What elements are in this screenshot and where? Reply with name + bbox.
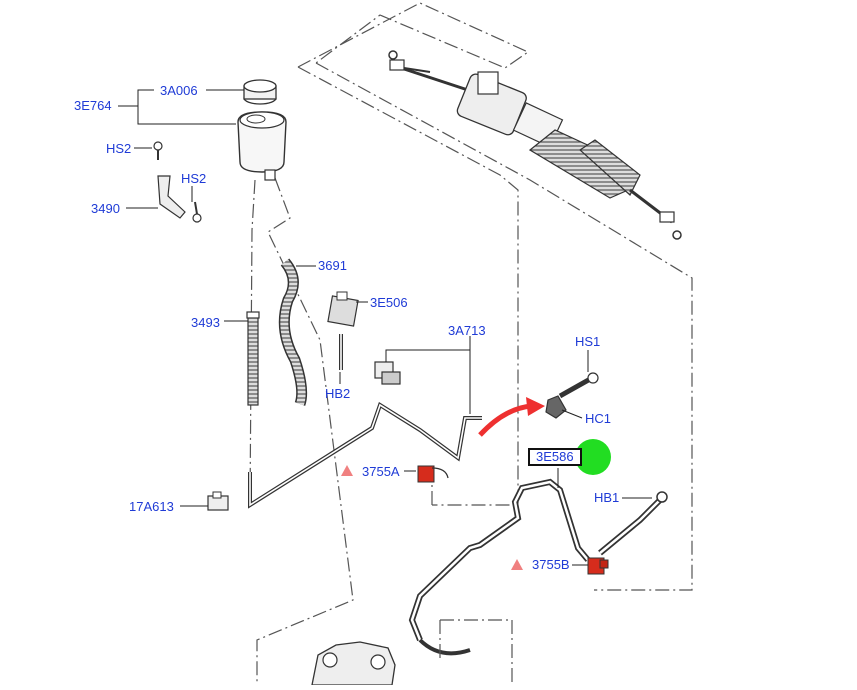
label-3A713[interactable]: 3A713 xyxy=(448,323,486,338)
label-3691[interactable]: 3691 xyxy=(318,258,347,273)
label-HS2-b[interactable]: HS2 xyxy=(181,171,207,186)
label-3E586[interactable]: 3E586 xyxy=(528,448,582,466)
label-HS1[interactable]: HS1 xyxy=(575,334,601,349)
label-3E506[interactable]: 3E506 xyxy=(370,295,408,310)
label-3A006[interactable]: 3A006 xyxy=(160,83,198,98)
direction-arrow xyxy=(478,403,533,437)
boundary-lines xyxy=(249,2,693,685)
label-HC1[interactable]: HC1 xyxy=(585,411,612,426)
label-3755B[interactable]: 3755B xyxy=(532,557,570,572)
steering-rack xyxy=(388,50,682,240)
bracket-3490 xyxy=(153,141,202,223)
green-dot-marker xyxy=(575,439,611,475)
mount-hc1 xyxy=(545,372,599,419)
clip-17A613 xyxy=(207,491,229,511)
label-3490[interactable]: 3490 xyxy=(91,201,120,216)
clip-3755A xyxy=(417,465,449,483)
leader-lines xyxy=(118,89,652,566)
pump xyxy=(311,641,396,686)
clip-3755B xyxy=(587,557,609,575)
label-HS2-a[interactable]: HS2 xyxy=(106,141,132,156)
return-pipe xyxy=(248,401,482,509)
sensor-3E506 xyxy=(327,291,359,370)
label-3493[interactable]: 3493 xyxy=(191,315,220,330)
label-3755A[interactable]: 3755A xyxy=(362,464,400,479)
label-HB2[interactable]: HB2 xyxy=(325,386,351,401)
clip-3A713 xyxy=(374,361,401,385)
pressure-hose xyxy=(408,478,668,685)
warning-triangle-icon xyxy=(341,465,353,476)
label-17A613[interactable]: 17A613 xyxy=(129,499,174,514)
label-HB1[interactable]: HB1 xyxy=(594,490,620,505)
fluid-reservoir xyxy=(237,79,287,181)
hose-3493 xyxy=(247,314,259,406)
warning-triangle-icon xyxy=(511,559,523,570)
label-3E764[interactable]: 3E764 xyxy=(74,98,112,113)
